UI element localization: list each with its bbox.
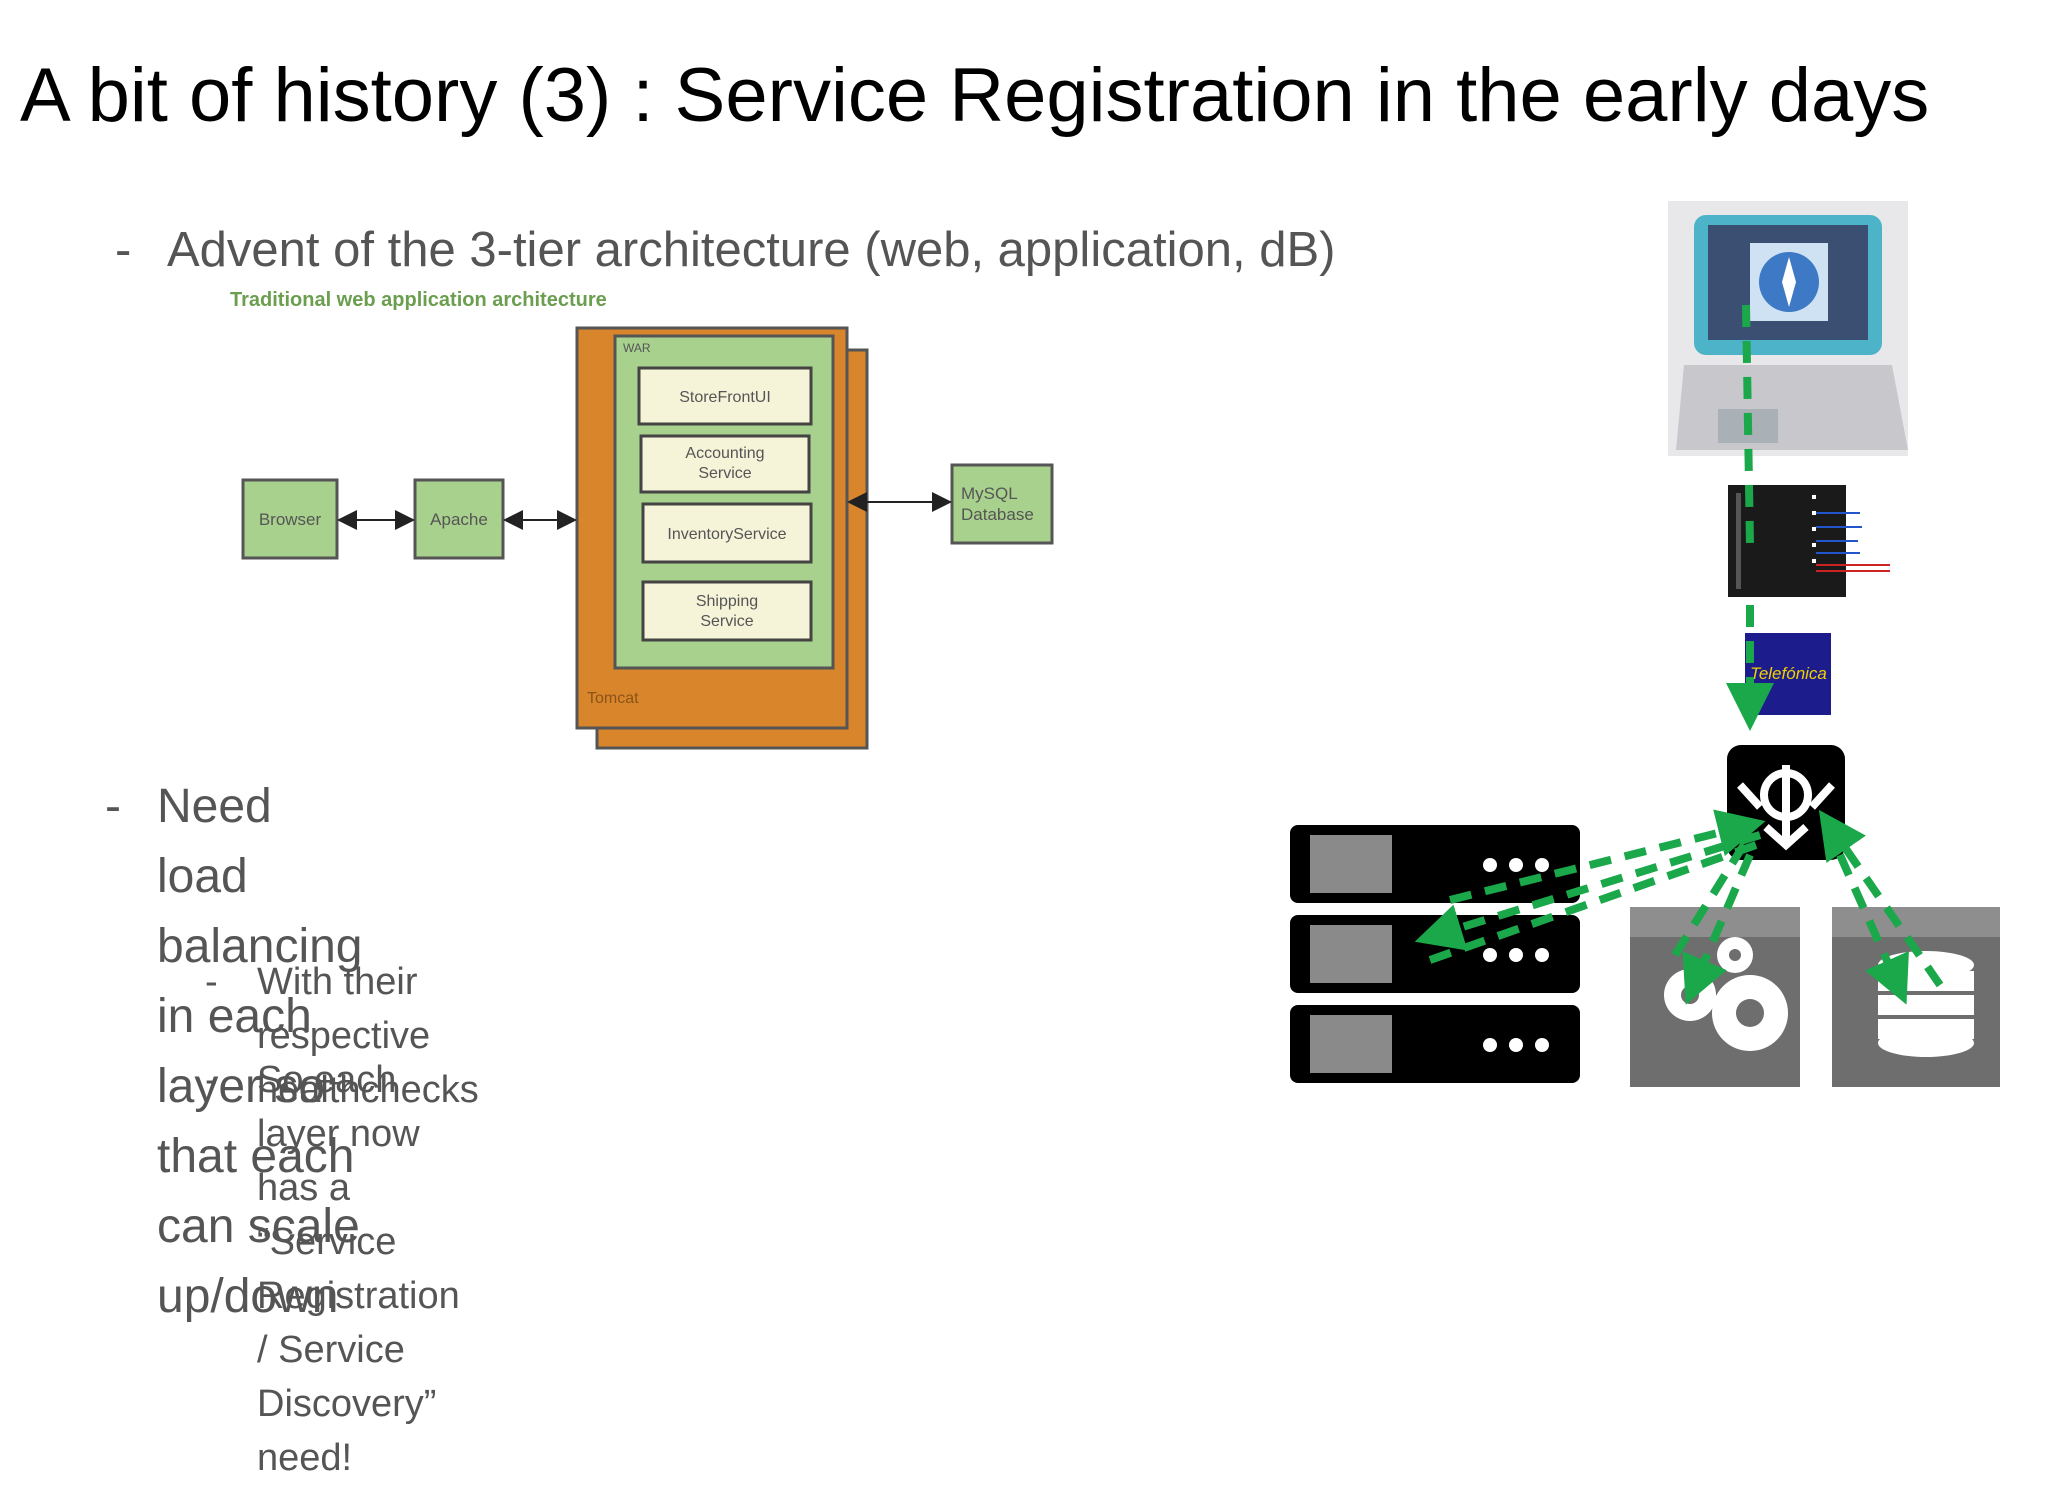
service-label-accounting-1: Accounting <box>685 445 764 462</box>
traffic-arrows <box>1414 304 1944 1005</box>
arrow-lb-db <box>1836 853 1909 1005</box>
telefonica-logo-icon: Telefónica <box>1745 633 1831 715</box>
bullet-dash: - <box>105 780 121 833</box>
sub-bullet-dash: - <box>205 961 218 1003</box>
web-server-icon <box>1290 1005 1580 1083</box>
bullet-dash: - <box>115 223 132 277</box>
arrow-lb-web <box>1414 831 1762 951</box>
browser-box <box>241 478 339 560</box>
diagram-caption: Traditional web application architecture <box>230 289 607 311</box>
service-label-shipping-1: Shipping <box>696 593 758 610</box>
arrow-web-lb-2 <box>1428 841 1758 964</box>
architecture-diagram: Traditional web application architecture… <box>230 289 1054 750</box>
arrow-db-lb <box>1818 809 1944 988</box>
arrow-lb-app <box>1682 853 1754 1005</box>
laptop-icon <box>1668 201 1908 456</box>
arrow-app-lb <box>1671 832 1754 958</box>
bullet-text: Advent of the 3-tier architecture (web, … <box>167 223 1336 277</box>
service-label-storefront: StoreFrontUI <box>679 389 771 406</box>
apache-box <box>413 478 505 560</box>
service-label-shipping-2: Service <box>700 613 753 630</box>
war-label: WAR <box>623 341 651 355</box>
web-server-icon <box>1290 825 1580 903</box>
mysql-box <box>950 463 1054 545</box>
network-diagram: Telefónica <box>1290 201 2000 1087</box>
service-box-inventory <box>641 502 813 564</box>
service-label-inventory: InventoryService <box>667 526 786 543</box>
apache-label: Apache <box>430 510 488 529</box>
sub-bullet-dash: - <box>205 1059 218 1101</box>
browser-label: Browser <box>259 510 322 529</box>
sub-bullet-text: With their respective healthchecks <box>257 961 479 1111</box>
arrow-web-lb <box>1449 809 1766 904</box>
service-box-shipping <box>641 580 813 642</box>
service-label-accounting-2: Service <box>698 465 751 482</box>
service-box-storefront <box>637 366 813 426</box>
mysql-label-2: Database <box>961 505 1034 524</box>
database-server-icon <box>1832 907 2000 1087</box>
service-box-accounting <box>639 434 811 494</box>
telefonica-logo-text: Telefónica <box>1750 664 1827 683</box>
slide-title: A bit of history (3) : Service Registrat… <box>20 53 1930 138</box>
sub-bullet-text: So each layer now has a “Service Registr… <box>257 1059 460 1479</box>
arrow-laptop-modem <box>1742 304 1754 546</box>
mysql-label-1: MySQL <box>961 484 1018 503</box>
tomcat-label: Tomcat <box>587 690 639 707</box>
